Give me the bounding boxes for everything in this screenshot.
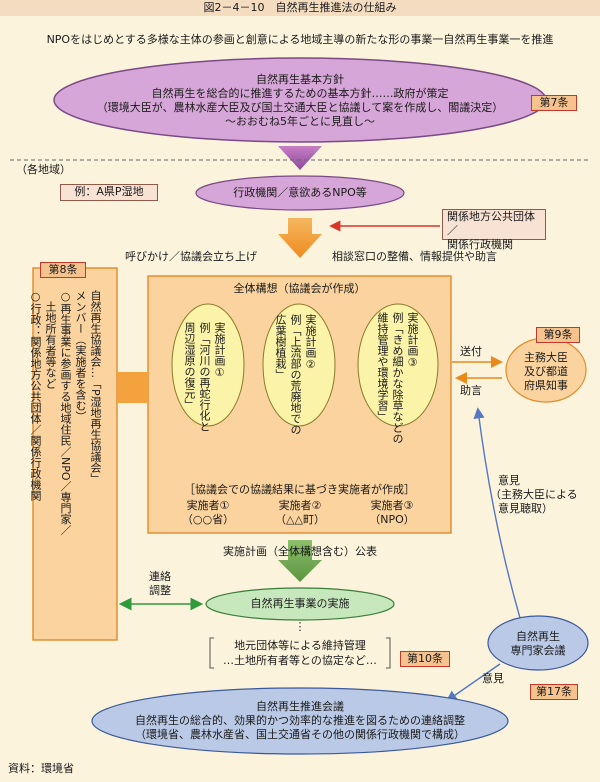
opinion-side-line1: 意見 — [498, 474, 520, 487]
call-label: 呼びかけ／協議会立ち上げ — [125, 250, 257, 263]
plan1-col1: 実施計画① — [213, 322, 226, 379]
minister-line3: 府県知事 — [524, 379, 568, 392]
expert-to-promotion-arrow — [445, 663, 501, 702]
promotion-title: 自然再生推進会議 — [256, 700, 344, 713]
plan3-col2: 例「きめ細かな除草などの — [391, 312, 404, 444]
plan2-col3: 広葉樹植栽」 — [274, 314, 287, 380]
plan2-col1: 実施計画② — [304, 314, 317, 371]
example-box: 例：A県P湿地 — [60, 184, 158, 201]
implementer1-name: 実施者① — [186, 499, 230, 512]
coordination-line1: 連絡 — [149, 570, 171, 583]
council-col4: 土地所有者等など — [44, 290, 57, 389]
plan3-col1: 実施計画③ — [406, 312, 419, 369]
plan3-col3: 維持管理や環境学習」 — [376, 312, 389, 422]
article-9-tag: 第9条 — [536, 327, 580, 343]
maintenance-line1: 地元団体等による維持管理 — [234, 639, 366, 652]
related-orgs-box: 関係地方公共団体／ 関係行政機関 — [442, 209, 546, 251]
purple-down-arrow — [278, 146, 322, 170]
council-panel — [32, 267, 118, 641]
opinion-side-line3: 意見聴取） — [498, 502, 553, 515]
plan1-ellipse — [171, 303, 245, 427]
opinion-side-line2: （主務大臣による — [490, 488, 578, 501]
project-ellipse — [205, 587, 395, 621]
coordination-line2: 調整 — [149, 584, 171, 597]
source-label: 資料：環境省 — [8, 762, 74, 775]
project-dots: ⋮ — [294, 620, 306, 633]
article-8-tag: 第8条 — [40, 262, 86, 278]
council-col2: メンバー（実施者を含む） — [74, 290, 87, 422]
implementer3-org: （NPO） — [369, 513, 415, 526]
plan1-col2: 例「河川の再蛇行化と — [198, 322, 211, 432]
promotion-line2: （環境省、農林水産省、国土交通省その他の関係行政機関で構成） — [135, 728, 465, 741]
region-label: （各地域） — [16, 163, 71, 176]
minister-line2: 及び都道 — [524, 365, 568, 378]
plan2-ellipse — [262, 303, 336, 427]
promotion-ellipse — [91, 687, 509, 755]
related-orgs-line1: 関係地方公共団体／ — [447, 210, 535, 237]
plan2-col2: 例「上流部の荒廃地での — [289, 314, 302, 435]
council-connector — [117, 372, 148, 403]
basic-policy-line1: 自然再生を総合的に推進するための基本方針……政府が策定 — [151, 87, 449, 100]
basic-policy-line2: （環境大臣が、農林水産大臣及び国土交通大臣と協議して案を作成し、閣議決定） — [96, 101, 504, 114]
page-title: 図2－4－10 自然再生推進法の仕組み — [203, 1, 397, 14]
related-orgs-line2: 関係行政機関 — [447, 238, 513, 251]
support-label: 相談窓口の整備、情報提供や助言 — [332, 250, 497, 263]
expert-line1: 自然再生 — [516, 630, 560, 643]
article-10-tag: 第10条 — [400, 651, 450, 667]
implementer1-org: （○○省） — [181, 513, 235, 526]
implementer2-org: （△△町） — [275, 513, 325, 526]
overall-title: 全体構想（協議会が作成） — [233, 282, 366, 295]
council-col5: ○行政：関係地方公共団体／関係行政機関 — [29, 290, 42, 501]
expert-line2: 専門家会議 — [510, 644, 566, 657]
article-17-tag: 第17条 — [530, 684, 578, 700]
intro-text: NPOをはじめとする多様な主体の参画と創意による地域主導の新たな形の事業一自然再… — [46, 33, 554, 46]
maintenance-bracket — [209, 637, 391, 669]
promotion-line1: 自然再生の総合的、効果的かつ効率的な推進を図るための連絡調整 — [135, 714, 465, 727]
plan1-col3: 周辺湿原の復元」 — [183, 322, 196, 410]
project-label: 自然再生事業の実施 — [250, 597, 350, 610]
admin-npo-ellipse — [195, 175, 405, 211]
expert-to-minister-arrow — [473, 407, 521, 619]
green-down-arrow — [278, 540, 322, 582]
admin-npo-label: 行政機関／意欲あるNPO等 — [233, 186, 367, 199]
article-7-tag: 第7条 — [531, 95, 577, 111]
advice-label: 助言 — [460, 384, 482, 397]
council-col3: ○再生事業に参画する地域住民／NPO／専門家／ — [59, 290, 72, 536]
minister-line1: 主務大臣 — [524, 351, 568, 364]
expert-ellipse — [487, 615, 589, 671]
maintenance-line2: …土地所有者等との協定など… — [223, 654, 377, 667]
overall-note: ［協議会での協議結果に基づき実施者が作成］ — [184, 483, 415, 496]
basic-policy-title: 自然再生基本方針 — [256, 73, 344, 86]
title-band — [0, 0, 600, 16]
plan3-ellipse — [357, 303, 439, 427]
council-col1: 自然再生協議会…「P湿地再生協議会」 — [89, 290, 102, 484]
implementer2-name: 実施者② — [278, 499, 322, 512]
opinion-bottom-label: 意見 — [482, 672, 504, 685]
implementer3-name: 実施者③ — [370, 499, 414, 512]
send-label: 送付 — [460, 345, 482, 358]
basic-policy-line3: ～おおむね5年ごとに見直し～ — [225, 115, 375, 128]
orange-down-arrow — [278, 218, 322, 258]
publish-label: 実施計画（全体構想含む）公表 — [223, 545, 377, 558]
